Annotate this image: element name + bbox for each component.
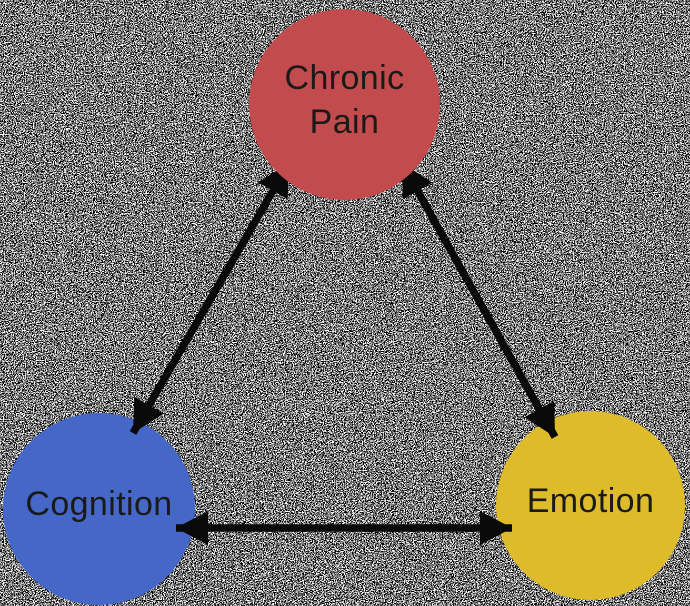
- node-chronic-pain-label-line1: Chronic: [284, 58, 405, 97]
- node-chronic-pain-label-line2: Pain: [309, 102, 380, 141]
- arrow-chronic-pain-emotion: [398, 161, 559, 439]
- node-emotion-label: Emotion: [527, 479, 655, 523]
- node-cognition: Cognition: [3, 413, 195, 605]
- arrow-cognition-chronic-pain: [129, 161, 293, 435]
- node-chronic-pain-label: Chronic Pain: [285, 56, 405, 144]
- node-cognition-label: Cognition: [25, 482, 172, 526]
- node-emotion: Emotion: [496, 411, 685, 600]
- node-cognition-label-text: Cognition: [25, 485, 173, 523]
- node-emotion-label-text: Emotion: [526, 481, 655, 520]
- node-chronic-pain: Chronic Pain: [249, 9, 440, 200]
